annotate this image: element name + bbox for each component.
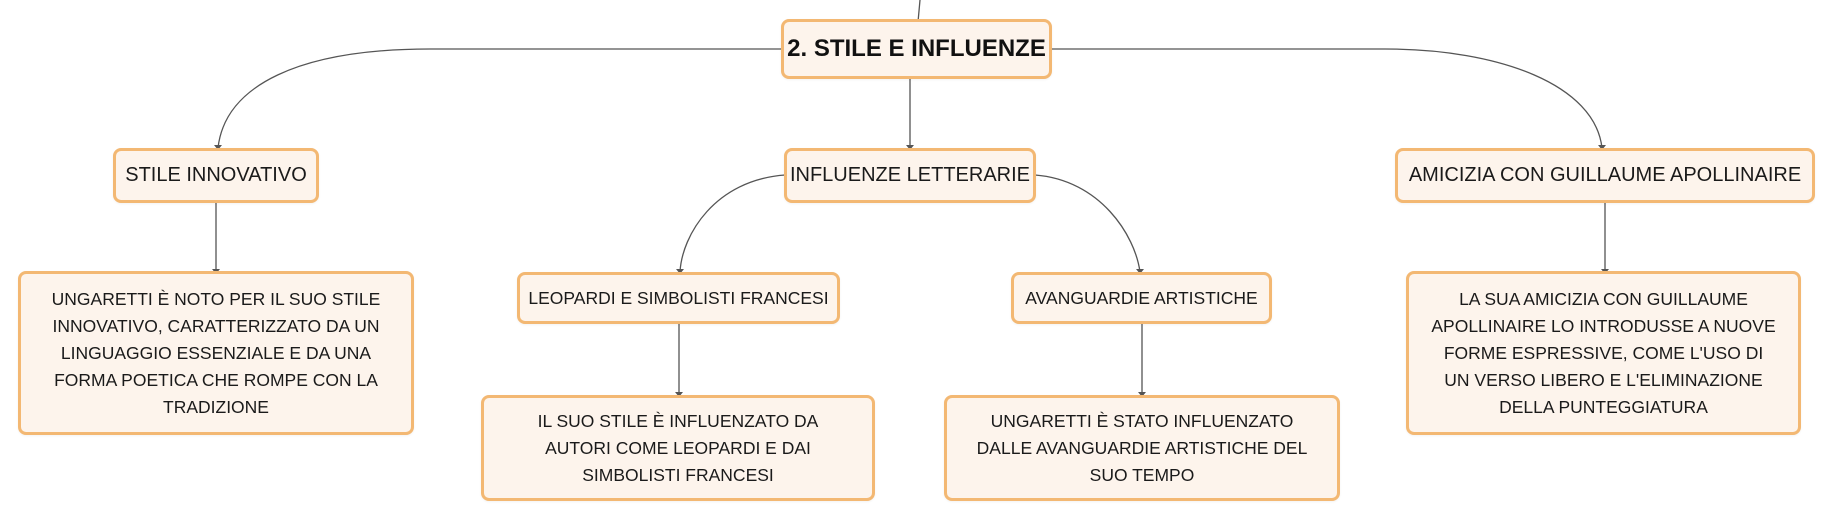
node-stile-innovativo[interactable]: STILE INNOVATIVO bbox=[113, 148, 319, 203]
root-node[interactable]: 2. STILE E INFLUENZE bbox=[781, 19, 1052, 79]
connector-influenze-to-leopardi bbox=[679, 174, 786, 273]
node-apollinaire-label: AMICIZIA CON GUILLAUME APOLLINAIRE bbox=[1408, 164, 1802, 186]
node-avanguardie-description[interactable]: UNGARETTI È STATO INFLUENZATO DALLE AVAN… bbox=[944, 395, 1340, 501]
arrowhead-stile-innovativo bbox=[214, 145, 222, 150]
node-leopardi[interactable]: LEOPARDI E SIMBOLISTI FRANCESI bbox=[517, 272, 840, 324]
avanguardie-description-text: UNGARETTI È STATO INFLUENZATO DALLE AVAN… bbox=[976, 410, 1308, 485]
connector-root-to-apollinaire bbox=[1052, 48, 1603, 149]
node-avanguardie[interactable]: AVANGUARDIE ARTISTICHE bbox=[1011, 272, 1272, 324]
arrowhead-leopardi-description bbox=[675, 392, 683, 397]
leopardi-description-text: IL SUO STILE È INFLUENZATO DA AUTORI COM… bbox=[537, 410, 819, 485]
arrowhead-avanguardie bbox=[1136, 269, 1144, 274]
arrowhead-influenze-letterarie bbox=[906, 145, 914, 150]
stile-innovativo-description-text: UNGARETTI È NOTO PER IL SUO STILE INNOVA… bbox=[51, 288, 381, 417]
arrowhead-leopardi bbox=[676, 269, 684, 274]
node-stile-innovativo-description[interactable]: UNGARETTI È NOTO PER IL SUO STILE INNOVA… bbox=[18, 271, 414, 435]
node-avanguardie-label: AVANGUARDIE ARTISTICHE bbox=[1025, 287, 1258, 308]
node-leopardi-label: LEOPARDI E SIMBOLISTI FRANCESI bbox=[528, 287, 829, 308]
connector-parent-to-root bbox=[917, 0, 921, 23]
root-label: 2. STILE E INFLUENZE bbox=[787, 35, 1046, 62]
node-leopardi-description[interactable]: IL SUO STILE È INFLUENZATO DA AUTORI COM… bbox=[481, 395, 875, 501]
node-influenze-letterarie-label: INFLUENZE LETTERARIE bbox=[789, 164, 1031, 186]
node-apollinaire[interactable]: AMICIZIA CON GUILLAUME APOLLINAIRE bbox=[1395, 148, 1815, 203]
node-apollinaire-description[interactable]: LA SUA AMICIZIA CON GUILLAUME APOLLINAIR… bbox=[1406, 271, 1801, 435]
apollinaire-description-text: LA SUA AMICIZIA CON GUILLAUME APOLLINAIR… bbox=[1431, 288, 1776, 417]
arrowhead-apollinaire bbox=[1598, 145, 1606, 150]
arrowhead-avanguardie-description bbox=[1138, 392, 1146, 397]
connector-influenze-to-avanguardie bbox=[1034, 174, 1141, 273]
node-influenze-letterarie[interactable]: INFLUENZE LETTERARIE bbox=[784, 148, 1036, 203]
connector-root-to-stile-innovativo bbox=[217, 48, 781, 149]
node-stile-innovativo-label: STILE INNOVATIVO bbox=[125, 164, 307, 186]
